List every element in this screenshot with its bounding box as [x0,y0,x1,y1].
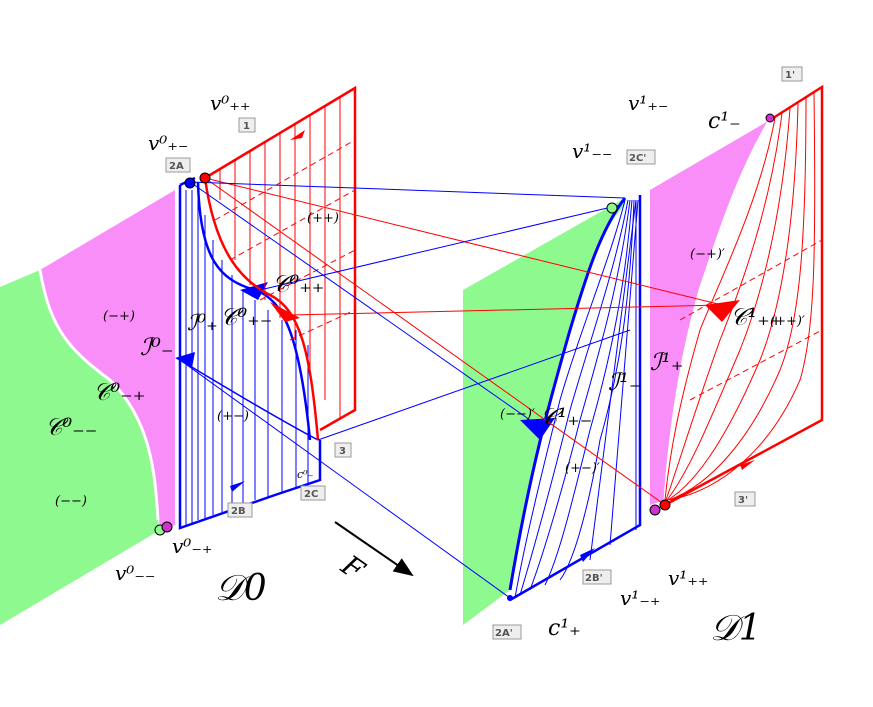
label-I0-m: ℐ⁰₋ [140,333,174,361]
d1-blue-plane [508,195,642,602]
label-v0-pp: v⁰₊₊ [210,91,250,115]
label-C0-mp: 𝒞⁰₋₊ [93,378,145,406]
map-arrow [334,521,414,577]
label-C0-mm: 𝒞⁰₋₋ [45,413,97,441]
tag-2Cp: 2C' [626,149,656,165]
d0-blue-plane [175,176,322,530]
svg-text:2B': 2B' [585,573,603,584]
region-d0-pm: (+−) [217,409,249,424]
svg-text:1': 1' [785,70,795,81]
label-c1-plus: c¹₊ [548,616,581,641]
label-c0-minus: c⁰₋ [297,468,314,481]
d1-green-plane [463,198,625,625]
tag-2A: 2A [165,157,191,173]
label-v0-pm: v⁰₊₋ [148,131,188,155]
label-v1-pp: v¹₊₊ [668,566,708,590]
svg-text:2C': 2C' [629,153,646,164]
svg-text:2C: 2C [304,489,318,500]
region-d0-mp: (−+) [103,309,135,324]
label-I1-m: ℐ¹₋ [608,368,642,396]
svg-text:2A: 2A [169,161,184,172]
tag-1p: 1' [781,66,803,82]
region-d1-pp: (++)′ [770,314,805,329]
label-v0-mp: v⁰₋₊ [172,534,212,558]
label-I0-p: ℐ⁰₊ [187,311,218,336]
tag-2B: 2B [227,502,253,518]
svg-text:2B: 2B [231,506,246,517]
tag-2Bp: 2B' [582,569,612,585]
d1-red-plane [664,84,824,507]
label-C0-pp: 𝒞⁰₊₊ [272,270,324,298]
d0-back-plane [0,190,175,625]
d1-magenta-plane [650,119,772,505]
equilibria [154,113,775,601]
tag-1: 1 [238,117,256,133]
label-C1-pm: 𝒞¹₊₋ [540,403,592,431]
map-label: F [335,548,372,588]
label-I1-p: ℐ¹₊ [650,348,684,376]
tag-2Ap: 2A' [492,624,522,640]
svg-text:2A': 2A' [495,628,513,639]
d0-red-plane [203,85,357,441]
label-v1-mp: v¹₋₊ [620,586,660,610]
domain-label-d0: 𝒟0 [215,568,267,609]
label-C0-pm: 𝒞⁰₊₋ [220,303,272,331]
label-C1-pp: 𝒞¹₊₊ [730,303,782,331]
map-connectors [179,177,723,599]
tag-3: 3 [334,442,352,458]
label-v0-mm: v⁰₋₋ [115,561,155,585]
domain-label-d1: 𝒟1 [710,608,762,649]
region-d0-mm: (−−) [55,494,87,509]
label-v1-mm: v¹₋₋ [572,139,612,163]
tag-3p: 3' [734,491,756,507]
svg-text:3': 3' [738,495,748,506]
region-d1-pm: (+−)′ [565,461,600,476]
d0-magenta-region [40,190,175,530]
region-d1-mm: (−−)′ [500,407,535,422]
svg-text:3: 3 [339,446,346,457]
tag-2C: 2C [300,485,326,501]
region-d0-pp: (++) [307,211,339,226]
svg-text:1: 1 [243,121,250,132]
label-c1-minus: c¹₋ [708,109,741,134]
d0-green-region [0,270,160,625]
label-v1-pm: v¹₊₋ [628,91,668,115]
region-d1-mp: (−+)′ [690,247,725,262]
